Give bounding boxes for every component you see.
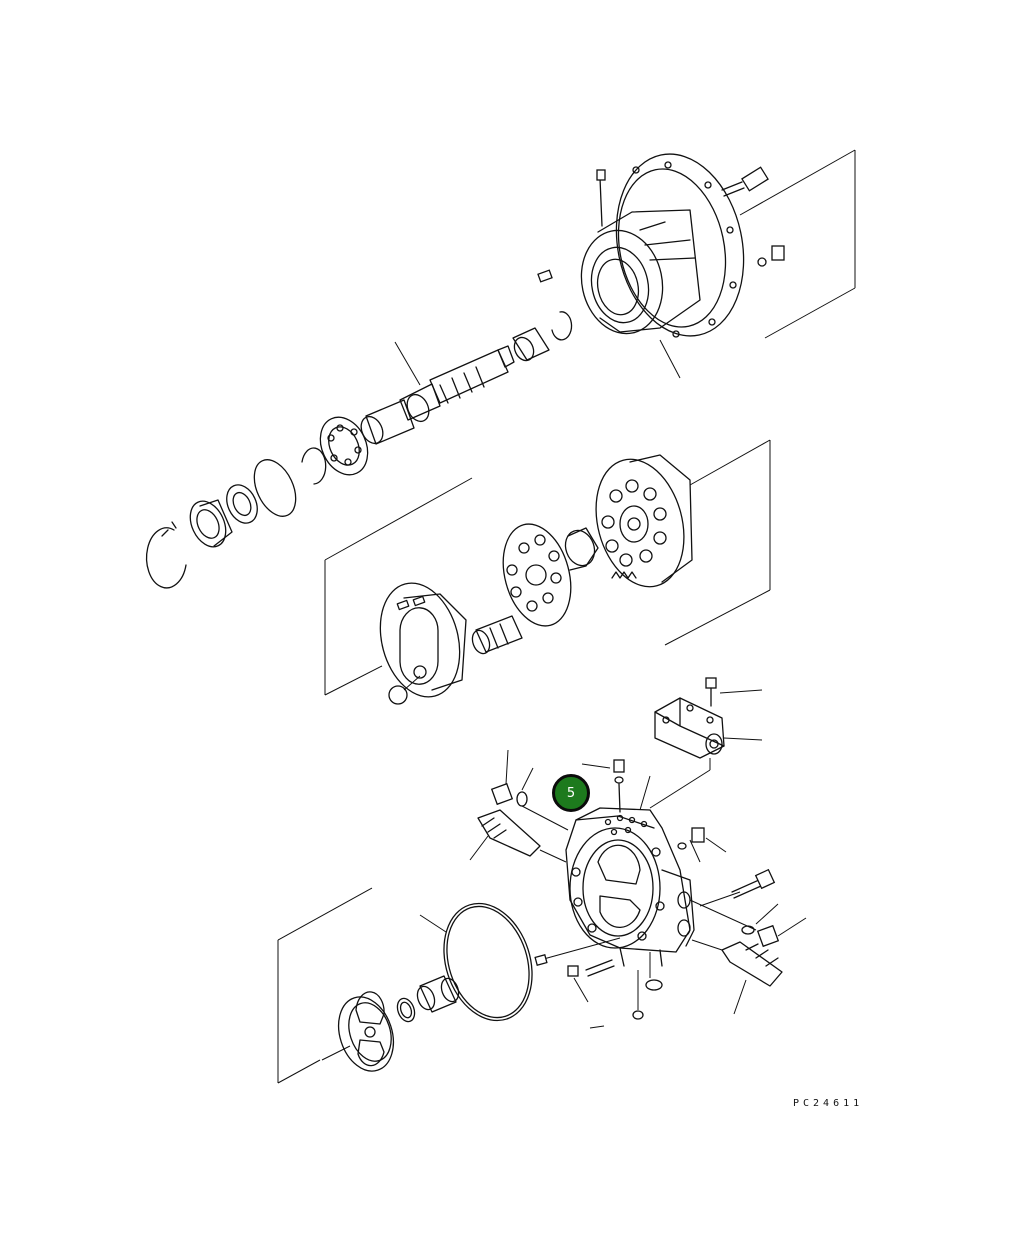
callout-label: 5 (566, 785, 576, 801)
end-cover-group (277, 887, 533, 1084)
valve-body-group (469, 677, 807, 1029)
housing-group (537, 149, 856, 379)
shaft-group (145, 311, 573, 589)
drawing-code: PC24611 (793, 1098, 864, 1109)
rotor-group (324, 439, 771, 705)
part-callout-5[interactable]: 5 (552, 774, 590, 812)
